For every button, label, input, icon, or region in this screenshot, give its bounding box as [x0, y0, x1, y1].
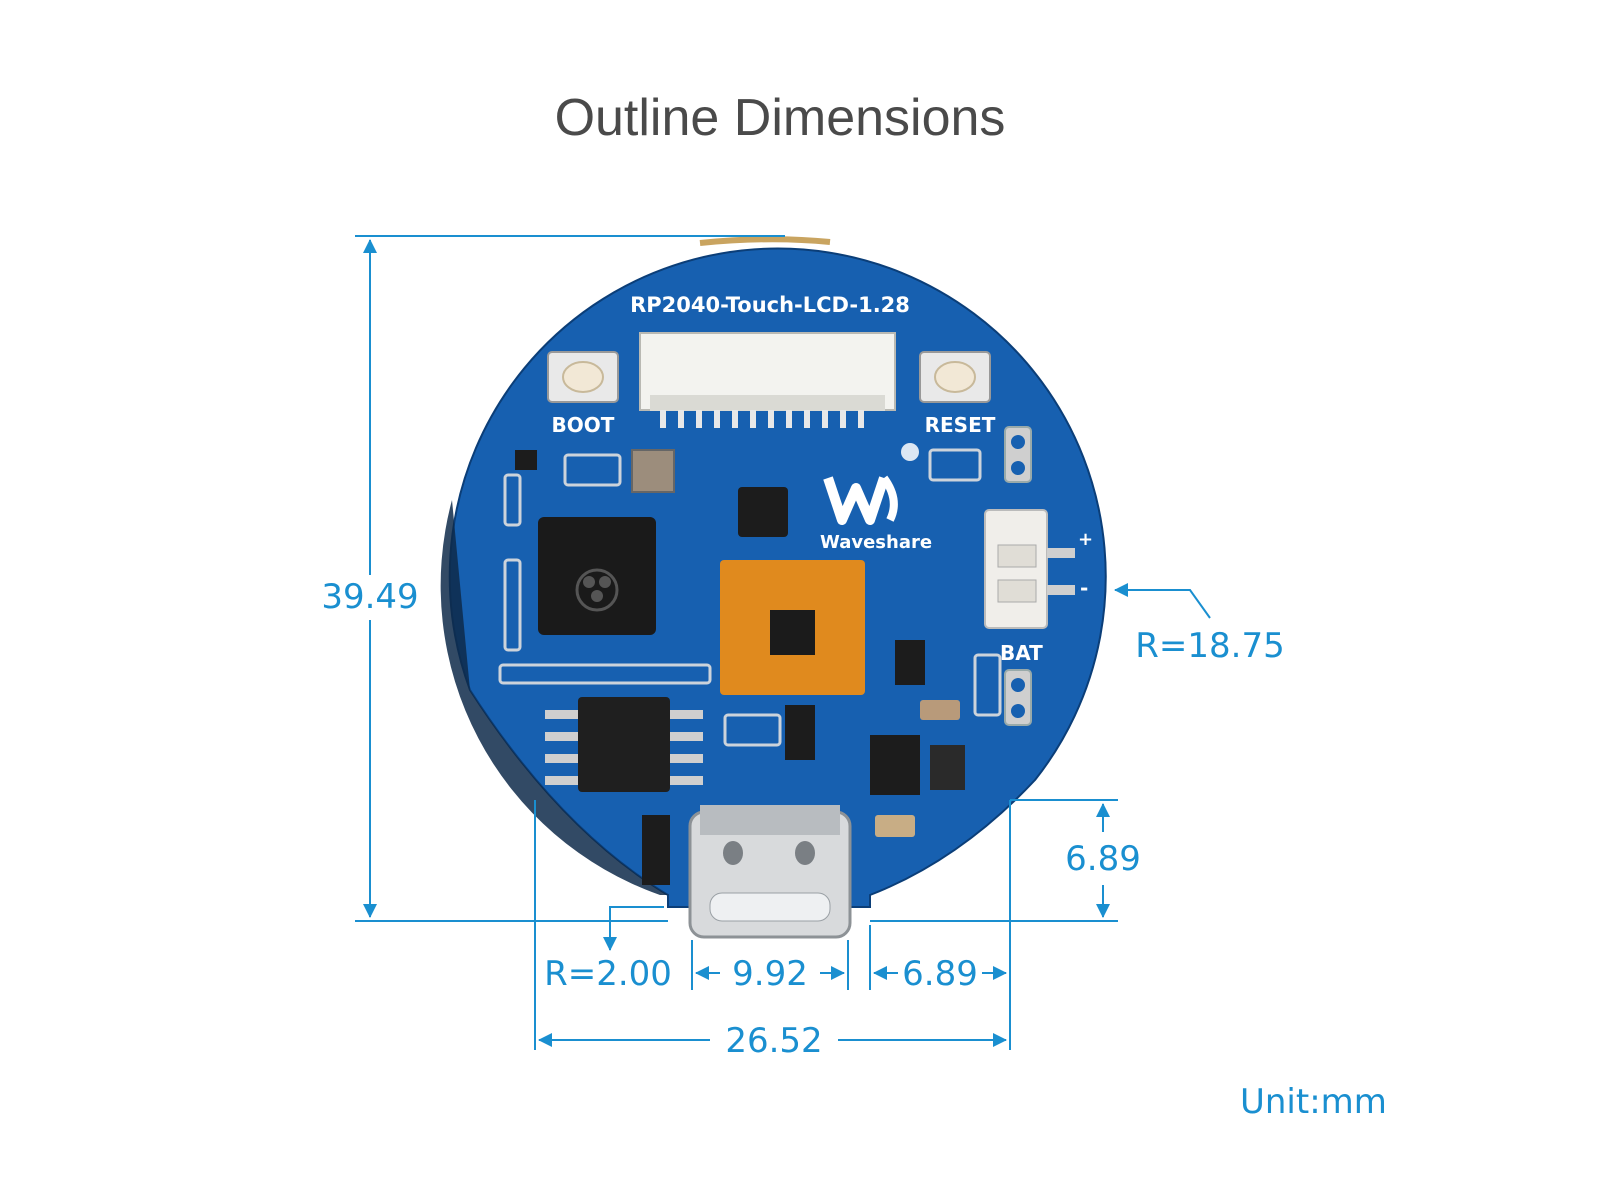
- boot-button: [547, 351, 619, 403]
- bat-label: BAT: [1000, 641, 1043, 665]
- bat-plus-label: +: [1078, 529, 1093, 550]
- corner-radius-dimension-label: R=2.00: [544, 954, 672, 994]
- pcb-board: RP2040-Touch-LCD-1.28 BOOT RESET Wavesha…: [440, 236, 1107, 939]
- bat-minus-label: -: [1080, 576, 1088, 600]
- total-width-dimension-label: 26.52: [725, 1021, 822, 1061]
- fpc-connector: [639, 332, 896, 428]
- reset-label: RESET: [925, 413, 996, 437]
- page-title: Outline Dimensions: [554, 89, 1006, 147]
- right-width-dimension-label: 6.89: [902, 954, 978, 994]
- waveshare-logo: [823, 443, 919, 525]
- right-height-dimension-label: 6.89: [1065, 839, 1141, 879]
- board-name-label: RP2040-Touch-LCD-1.28: [630, 293, 910, 317]
- boot-label: BOOT: [552, 413, 615, 437]
- height-dimension-label: 39.49: [321, 577, 418, 617]
- imu-chip: [738, 487, 788, 537]
- reset-button: [919, 351, 991, 403]
- usb-width-dimension-label: 9.92: [732, 954, 808, 994]
- battery-connector: [984, 509, 1075, 629]
- crystal: [631, 449, 675, 493]
- radius-dimension-label: R=18.75: [1135, 626, 1284, 666]
- flash-chip: [578, 697, 670, 792]
- usb-c-connector: [688, 805, 852, 939]
- rp2040-chip: [538, 517, 656, 635]
- dimension-lines: [355, 235, 1211, 1050]
- unit-label: Unit:mm: [1240, 1082, 1387, 1122]
- brand-label: Waveshare: [820, 532, 932, 553]
